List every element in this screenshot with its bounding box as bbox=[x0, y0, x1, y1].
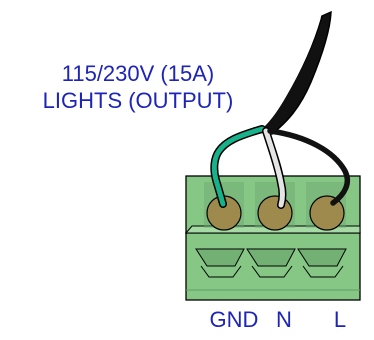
output-title: 115/230V (15A) LIGHTS (OUTPUT) bbox=[0, 60, 276, 114]
line-wire bbox=[267, 128, 351, 206]
neutral-terminal-label: N bbox=[276, 307, 292, 332]
neutral-screw bbox=[257, 195, 293, 231]
ground-wire bbox=[211, 126, 265, 207]
voltage-rating-label: 115/230V (15A) bbox=[61, 61, 215, 86]
gnd-terminal-label: GND bbox=[209, 307, 259, 332]
neutral-wire bbox=[263, 128, 285, 208]
line-terminal-label: L bbox=[333, 307, 347, 332]
lights-output-label: LIGHTS (OUTPUT) bbox=[42, 88, 234, 113]
terminal-block bbox=[184, 175, 361, 301]
cable-jacket-highlight bbox=[263, 17, 321, 127]
